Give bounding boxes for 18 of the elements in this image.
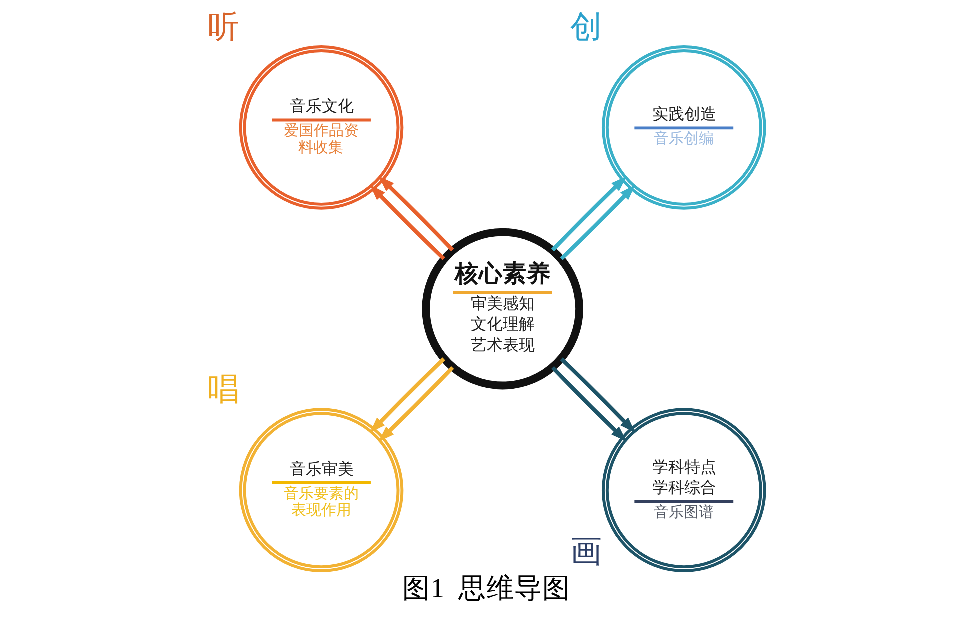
caption: 图1 思维导图 [402, 572, 570, 604]
node-circle: 学科特点 学科综合 音乐图谱 [602, 408, 766, 572]
node-circle: 核心素养 审美感知 文化理解 艺术表现 [422, 228, 584, 390]
arrow [551, 366, 627, 442]
node-circle: 音乐文化 爱国作品资料收集 [239, 46, 404, 210]
arrow [378, 366, 454, 442]
arrow [551, 176, 627, 252]
arrow [560, 358, 636, 434]
node-label: 唱 [208, 372, 240, 408]
arrow [370, 185, 446, 260]
arrow [370, 358, 446, 434]
node-label: 创 [570, 10, 603, 46]
node-circle: 音乐审美 音乐要素的表现作用 [239, 408, 404, 572]
arrow [560, 185, 636, 260]
node-label: 画 [570, 534, 603, 570]
arrow [378, 176, 454, 252]
node-circle: 实践创造 音乐创编 [602, 46, 766, 210]
node-label: 听 [208, 10, 240, 46]
